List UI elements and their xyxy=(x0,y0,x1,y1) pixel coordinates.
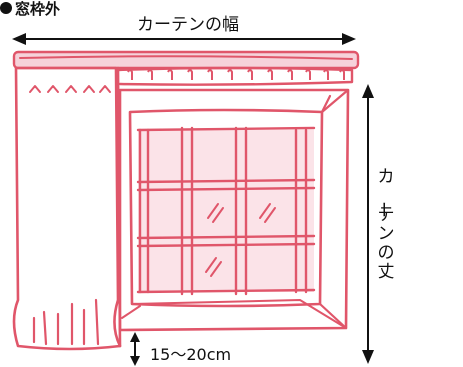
title-bullet-icon xyxy=(0,2,12,14)
window-mullions xyxy=(138,126,308,296)
glass-reflection-icon xyxy=(205,203,276,277)
gap-label: 15～20cm xyxy=(150,345,231,364)
length-arrow-bottom-head-icon xyxy=(362,350,374,364)
length-label-char: ン xyxy=(378,224,395,244)
length-label-char: カ xyxy=(378,167,395,187)
title-text: 窓枠外 xyxy=(15,0,60,18)
diagram-title: 窓枠外 xyxy=(0,0,60,18)
curtain-rod xyxy=(12,50,360,70)
length-arrow-top-head-icon xyxy=(362,84,374,98)
window-transoms xyxy=(136,126,316,294)
length-label-char: テ xyxy=(378,205,395,225)
width-arrow-right-head-icon xyxy=(342,33,356,45)
curtain-heading xyxy=(116,66,354,86)
rod-bar xyxy=(12,50,360,70)
length-label-char: ー xyxy=(373,201,393,218)
gap-arrow-top-head-icon xyxy=(130,332,140,342)
length-label-char: の xyxy=(378,243,395,263)
width-dimension: カーテンの幅 xyxy=(12,15,356,45)
length-label-char: 丈 xyxy=(378,262,395,282)
curtain-panel-left xyxy=(12,66,122,351)
curtain-hooks xyxy=(127,69,345,80)
length-dimension: カーテンの丈 xyxy=(362,84,395,364)
gap-arrow-bottom-head-icon xyxy=(130,356,140,366)
gap-dimension: 15～20cm xyxy=(130,332,231,366)
width-label: カーテンの幅 xyxy=(137,15,239,35)
width-arrow-left-head-icon xyxy=(12,33,26,45)
length-label: カーテンの丈 xyxy=(373,167,395,282)
window xyxy=(118,88,350,332)
window-glass xyxy=(138,130,314,292)
